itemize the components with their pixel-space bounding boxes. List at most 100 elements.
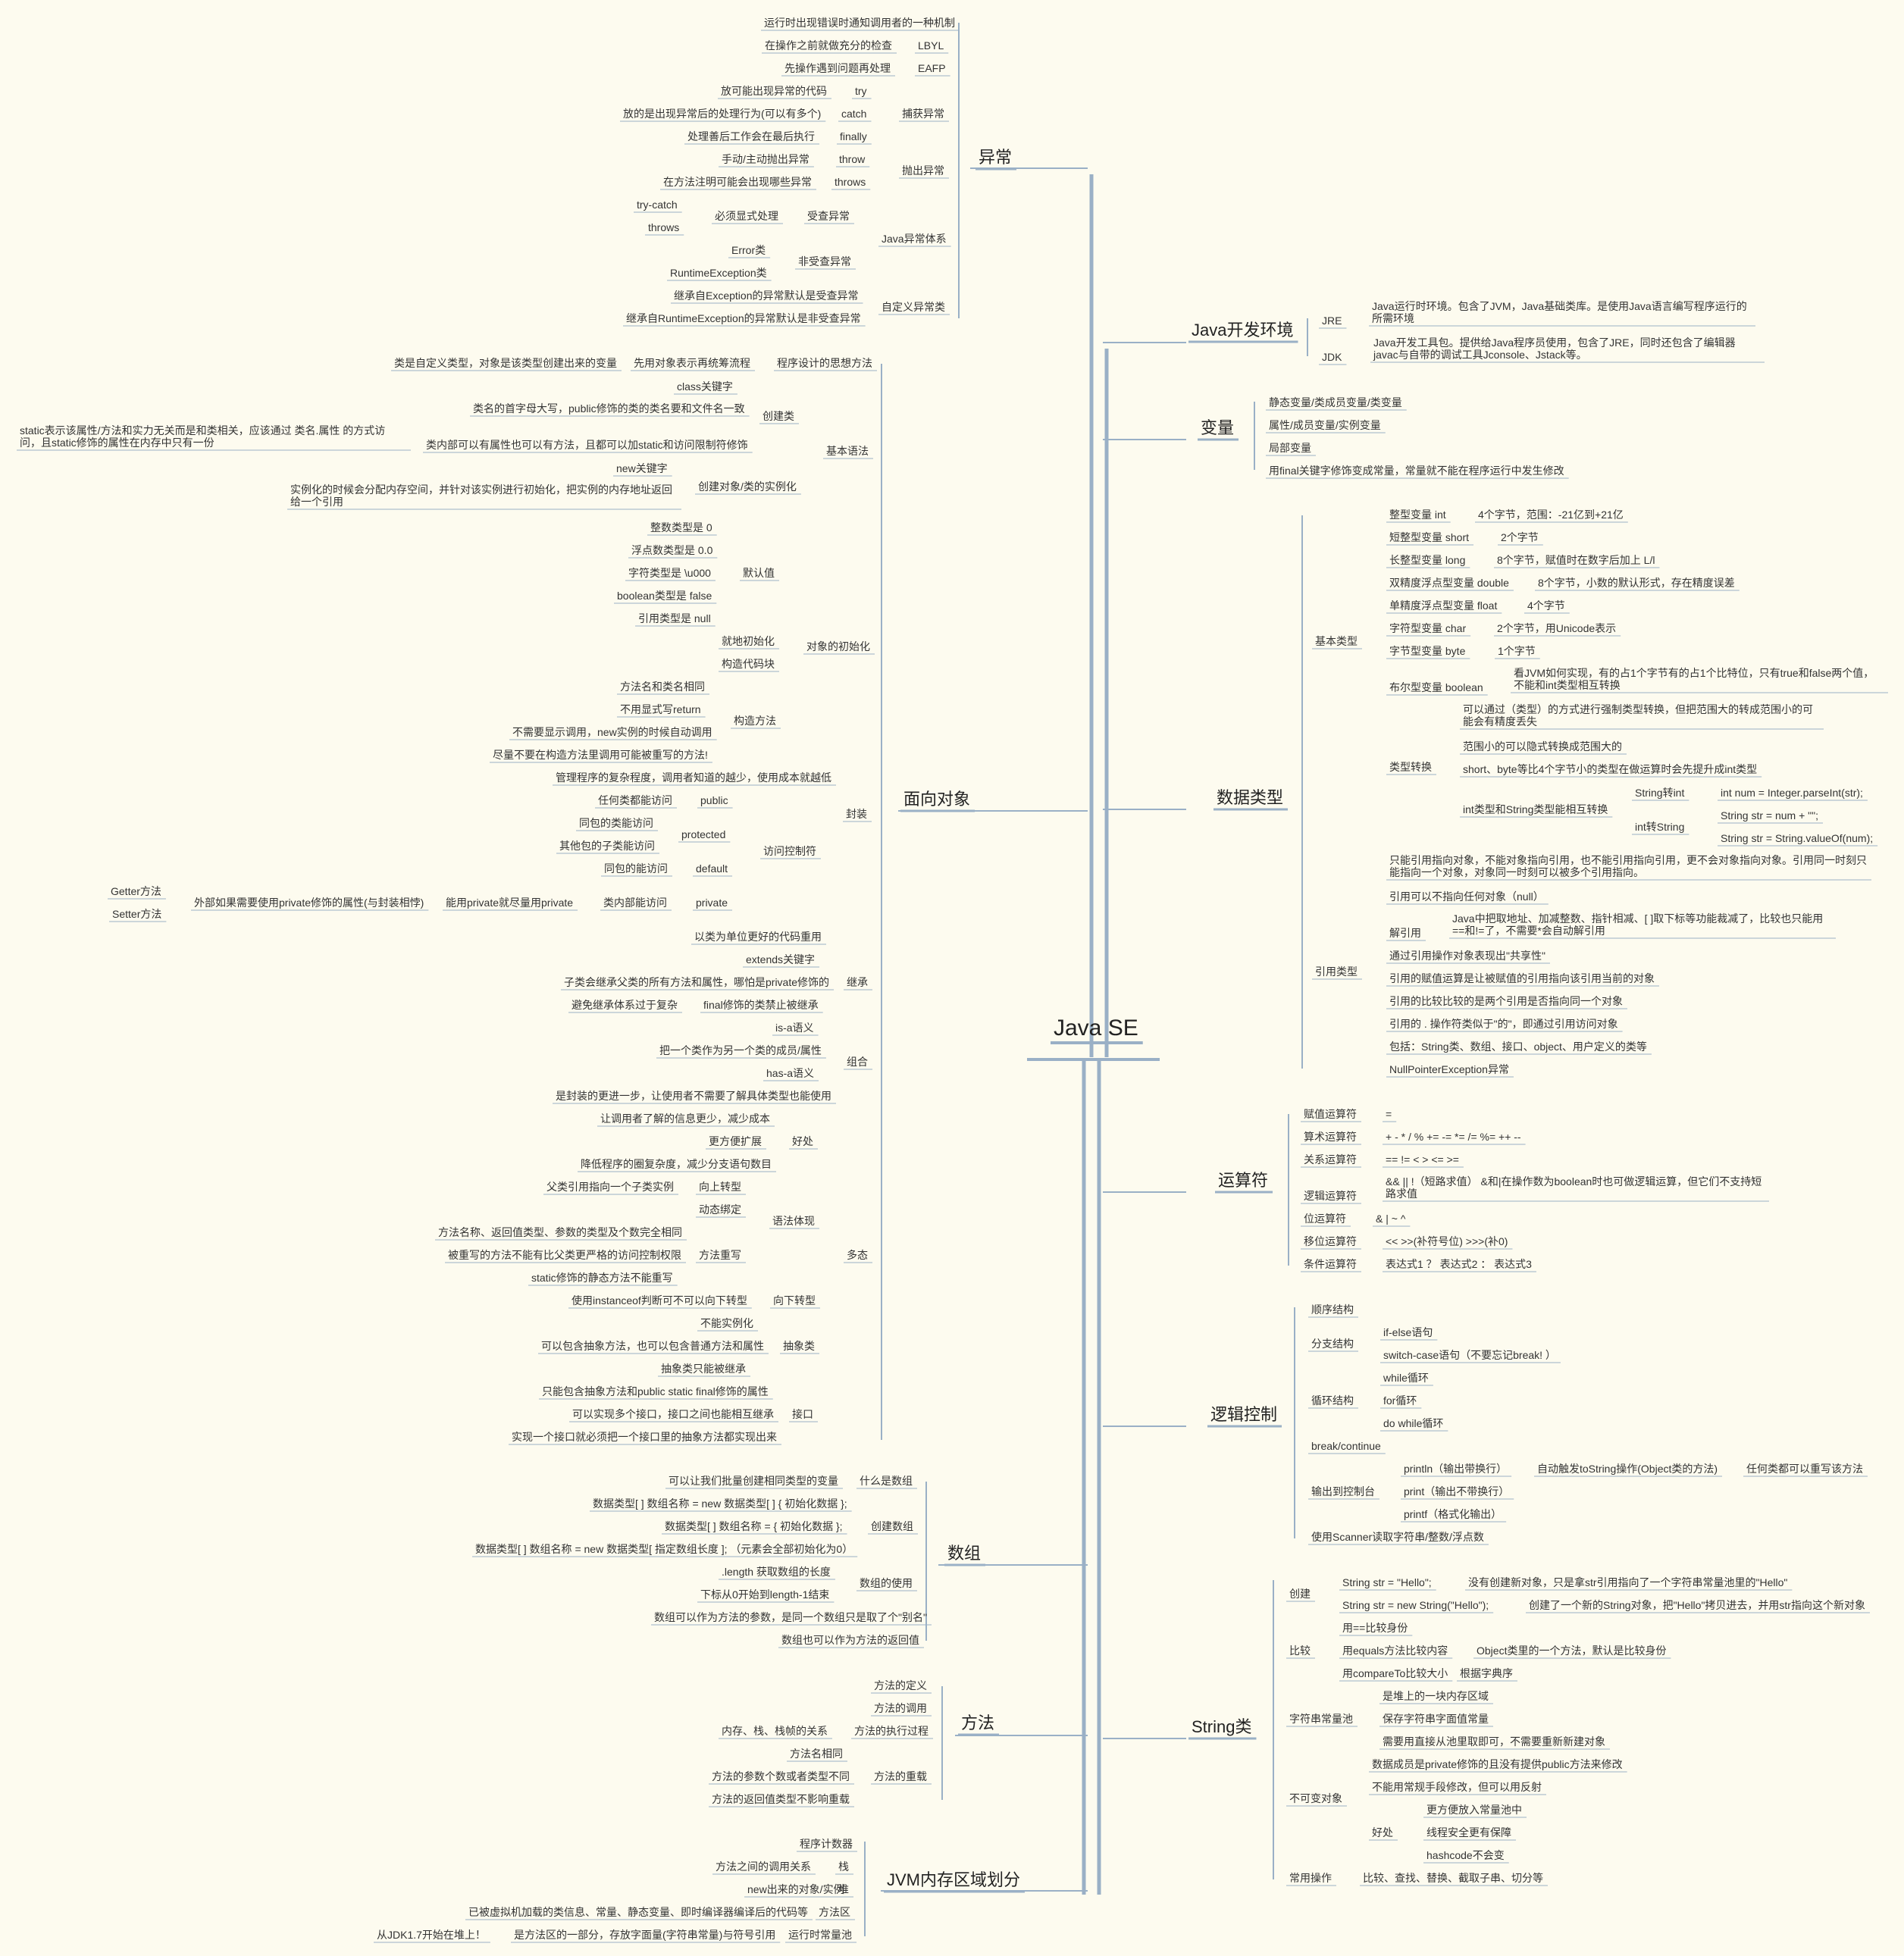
node[interactable]: print（输出不带换行）: [1404, 1485, 1510, 1498]
node[interactable]: Java异常体系: [882, 233, 947, 245]
node[interactable]: 被重写的方法不能有比父类更严格的访问控制权限: [448, 1249, 681, 1261]
node[interactable]: 8个字节，赋值时在数字后加上 L/l: [1497, 554, 1655, 566]
node[interactable]: 数据成员是private修饰的且没有提供public方法来修改: [1372, 1758, 1623, 1770]
branch-operator[interactable]: 运算符: [1218, 1171, 1269, 1190]
branch-oop[interactable]: 面向对象: [903, 790, 971, 809]
node[interactable]: 构造方法: [734, 715, 776, 727]
node[interactable]: String str = "Hello";: [1342, 1576, 1432, 1588]
node[interactable]: 方法名相同: [790, 1748, 843, 1760]
branch-exception[interactable]: 异常: [979, 148, 1013, 167]
node[interactable]: 以类为单位更好的代码重用: [694, 931, 822, 943]
node[interactable]: short、byte等比4个字节小的类型在做运算时会先提升成int类型: [1463, 763, 1758, 775]
node[interactable]: 方法的返回值类型不影响重载: [712, 1793, 850, 1805]
node[interactable]: 向上转型: [699, 1181, 741, 1193]
node[interactable]: 子类会继承父类的所有方法和属性，哪怕是private修饰的: [564, 976, 830, 988]
node[interactable]: 放可能出现异常的代码: [721, 85, 827, 97]
node[interactable]: has-a语义: [766, 1067, 815, 1079]
root-node[interactable]: Java SE: [1054, 1016, 1138, 1041]
node[interactable]: 使用Scanner读取字符串/整数/浮点数: [1311, 1531, 1484, 1543]
node[interactable]: 包括：String类、数组、接口、object、用户定义的类等: [1389, 1041, 1647, 1053]
node[interactable]: 方法名和类名相同: [620, 681, 705, 693]
node[interactable]: 位运算符: [1304, 1213, 1346, 1225]
node[interactable]: 方法名称、返回值类型、参数的类型及个数完全相同: [438, 1226, 682, 1238]
node[interactable]: int num = Integer.parseInt(str);: [1721, 787, 1863, 799]
node[interactable]: 浮点数类型是 0.0: [631, 544, 713, 556]
node[interactable]: 顺序结构: [1311, 1303, 1354, 1316]
node[interactable]: RuntimeException类: [670, 267, 767, 279]
node[interactable]: 接口: [792, 1408, 813, 1420]
node[interactable]: 引用类型: [1315, 965, 1358, 978]
node[interactable]: 把一个类作为另一个类的成员/属性: [659, 1044, 822, 1056]
node[interactable]: 自动触发toString操作(Object类的方法): [1537, 1463, 1718, 1475]
node[interactable]: 多态: [847, 1249, 868, 1261]
node[interactable]: 数组的使用: [860, 1577, 913, 1589]
node[interactable]: 类内部能访问: [603, 897, 667, 909]
node[interactable]: throws: [648, 221, 680, 233]
node[interactable]: 降低程序的圈复杂度，减少分支语句数目: [581, 1158, 772, 1170]
node[interactable]: 方法区: [819, 1906, 850, 1918]
node[interactable]: 字符型变量 char: [1389, 622, 1467, 634]
node[interactable]: 先操作遇到问题再处理: [784, 62, 891, 74]
node[interactable]: 在操作之前就做充分的检查: [765, 39, 892, 52]
node[interactable]: 局部变量: [1269, 442, 1311, 454]
node[interactable]: 只能包含抽象方法和public static final修饰的属性: [542, 1385, 769, 1397]
node[interactable]: class关键字: [677, 380, 733, 393]
node[interactable]: protected: [681, 828, 726, 840]
branch-env[interactable]: Java开发环境: [1192, 321, 1294, 340]
node[interactable]: throw: [839, 153, 866, 165]
node[interactable]: static表示该属性/方法和实力无关而是和类相关，应该通过 类名.属性 的方式…: [20, 424, 386, 449]
node[interactable]: 下标从0开始到length-1结束: [700, 1588, 830, 1601]
node[interactable]: 对象的初始化: [806, 640, 870, 653]
node[interactable]: while循环: [1383, 1372, 1429, 1384]
node[interactable]: is-a语义: [775, 1022, 814, 1034]
node[interactable]: JDK: [1322, 351, 1342, 363]
node[interactable]: 引用的 . 操作符类似于"的"，即通过引用访问对象: [1389, 1018, 1618, 1030]
node[interactable]: 条件运算符: [1304, 1258, 1357, 1270]
node[interactable]: 更方便放入常量池中: [1426, 1804, 1522, 1816]
node[interactable]: 栈: [838, 1861, 849, 1873]
node[interactable]: 类名的首字母大写，public修饰的类的类名要和文件名一致: [473, 402, 745, 415]
node[interactable]: 是封装的更进一步，让使用者不需要了解具体类型也能使用: [556, 1090, 831, 1102]
node[interactable]: 捕获异常: [902, 108, 944, 120]
node[interactable]: 类型转换: [1389, 761, 1432, 773]
node[interactable]: 基本语法: [826, 445, 869, 457]
node[interactable]: 同包的能访问: [604, 862, 668, 875]
branch-logic[interactable]: 逻辑控制: [1210, 1405, 1278, 1424]
node[interactable]: private: [696, 897, 728, 909]
branch-datatype[interactable]: 数据类型: [1217, 788, 1284, 807]
node[interactable]: public: [700, 794, 728, 806]
node[interactable]: << >>(补符号位) >>>(补0): [1386, 1235, 1508, 1247]
node[interactable]: int类型和String类型能相互转换: [1463, 803, 1608, 815]
node[interactable]: new出来的对象/实例: [747, 1883, 844, 1895]
node[interactable]: 2个字节，用Unicode表示: [1497, 622, 1617, 634]
node[interactable]: if-else语句: [1383, 1326, 1433, 1338]
node[interactable]: 数组也可以作为方法的返回值: [781, 1634, 919, 1646]
node[interactable]: 比较、查找、替换、截取子串、切分等: [1363, 1872, 1543, 1884]
node[interactable]: 移位运算符: [1304, 1235, 1357, 1247]
node[interactable]: 2个字节: [1501, 531, 1539, 543]
node[interactable]: finally: [840, 130, 867, 142]
node[interactable]: 不用显式写return: [620, 703, 701, 715]
node[interactable]: 只能引用指向对象，不能对象指向引用，也不能引用指向引用，更不会对象指向对象。引用…: [1389, 854, 1867, 878]
node[interactable]: 8个字节，小数的默认形式，存在精度误差: [1538, 577, 1735, 589]
node[interactable]: throws: [835, 176, 866, 188]
node[interactable]: == != < > <= >=: [1386, 1153, 1459, 1166]
node[interactable]: 运行时常量池: [788, 1929, 852, 1941]
node[interactable]: 手动/主动抛出异常: [722, 153, 810, 165]
node[interactable]: 先用对象表示再统筹流程: [634, 357, 750, 369]
node[interactable]: 单精度浮点型变量 float: [1389, 599, 1498, 612]
node[interactable]: Java开发工具包。提供给Java程序员使用，包含了JRE，同时还包含了编辑器j…: [1373, 336, 1736, 361]
node[interactable]: 更方便扩展: [709, 1135, 762, 1147]
node[interactable]: .length 获取数组的长度: [722, 1566, 831, 1578]
node[interactable]: 任何类都能访问: [598, 794, 672, 806]
branch-string[interactable]: String类: [1192, 1717, 1252, 1736]
node[interactable]: 自定义异常类: [882, 301, 945, 313]
node[interactable]: 好处: [792, 1135, 813, 1147]
node[interactable]: NullPointerException异常: [1389, 1063, 1509, 1075]
node[interactable]: Object类里的一个方法，默认是比较身份: [1477, 1645, 1667, 1657]
node[interactable]: try-catch: [637, 199, 678, 211]
node[interactable]: catch: [841, 108, 867, 120]
node[interactable]: 封装: [846, 808, 867, 820]
node[interactable]: && || !（短路求值） &和|在操作数为boolean时也可做逻辑运算，但它…: [1386, 1175, 1762, 1200]
node[interactable]: break/continue: [1311, 1440, 1381, 1452]
